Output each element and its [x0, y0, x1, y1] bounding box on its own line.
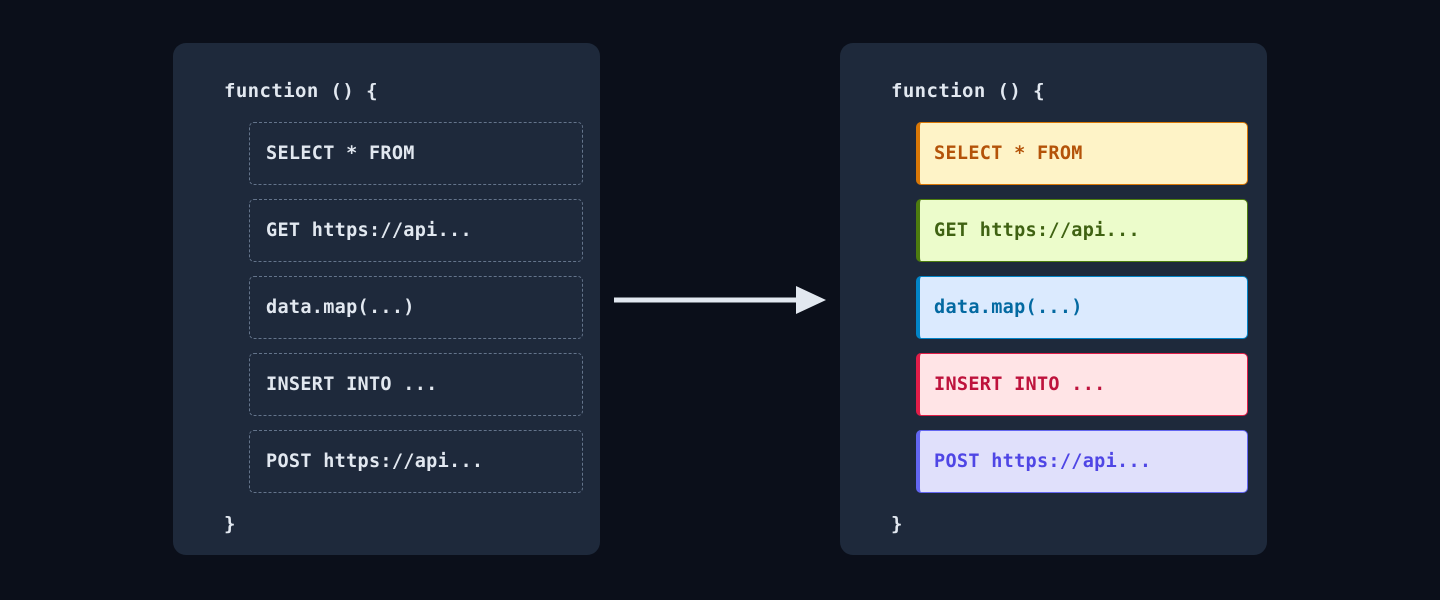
before-block-list: SELECT * FROM GET https://api... data.ma…	[249, 122, 583, 493]
code-block-plain[interactable]: INSERT INTO ...	[249, 353, 583, 416]
code-block-text: POST https://api...	[266, 451, 484, 472]
code-block-text: INSERT INTO ...	[934, 374, 1106, 395]
after-block-list: SELECT * FROM GET https://api... data.ma…	[916, 122, 1248, 493]
code-block-text: INSERT INTO ...	[266, 374, 438, 395]
code-block-highlighted-sql-select[interactable]: SELECT * FROM	[916, 122, 1248, 185]
after-function-open: function () {	[891, 80, 1045, 102]
after-panel: function () { SELECT * FROM GET https://…	[840, 43, 1267, 555]
code-block-plain[interactable]: SELECT * FROM	[249, 122, 583, 185]
code-block-plain[interactable]: POST https://api...	[249, 430, 583, 493]
code-block-highlighted-js-map[interactable]: data.map(...)	[916, 276, 1248, 339]
arrow-right-icon	[614, 286, 826, 314]
before-function-open: function () {	[224, 80, 378, 102]
code-block-text: SELECT * FROM	[266, 143, 415, 164]
code-block-highlighted-http-post[interactable]: POST https://api...	[916, 430, 1248, 493]
before-function-close: }	[224, 513, 236, 535]
code-block-text: data.map(...)	[266, 297, 415, 318]
code-block-text: data.map(...)	[934, 297, 1083, 318]
code-block-plain[interactable]: GET https://api...	[249, 199, 583, 262]
code-block-highlighted-http-get[interactable]: GET https://api...	[916, 199, 1248, 262]
after-function-close: }	[891, 513, 903, 535]
code-block-text: GET https://api...	[934, 220, 1140, 241]
code-block-plain[interactable]: data.map(...)	[249, 276, 583, 339]
code-block-text: GET https://api...	[266, 220, 472, 241]
code-block-text: SELECT * FROM	[934, 143, 1083, 164]
transformation-arrow	[614, 281, 826, 319]
code-block-text: POST https://api...	[934, 451, 1152, 472]
before-panel: function () { SELECT * FROM GET https://…	[173, 43, 600, 555]
code-block-highlighted-sql-insert[interactable]: INSERT INTO ...	[916, 353, 1248, 416]
